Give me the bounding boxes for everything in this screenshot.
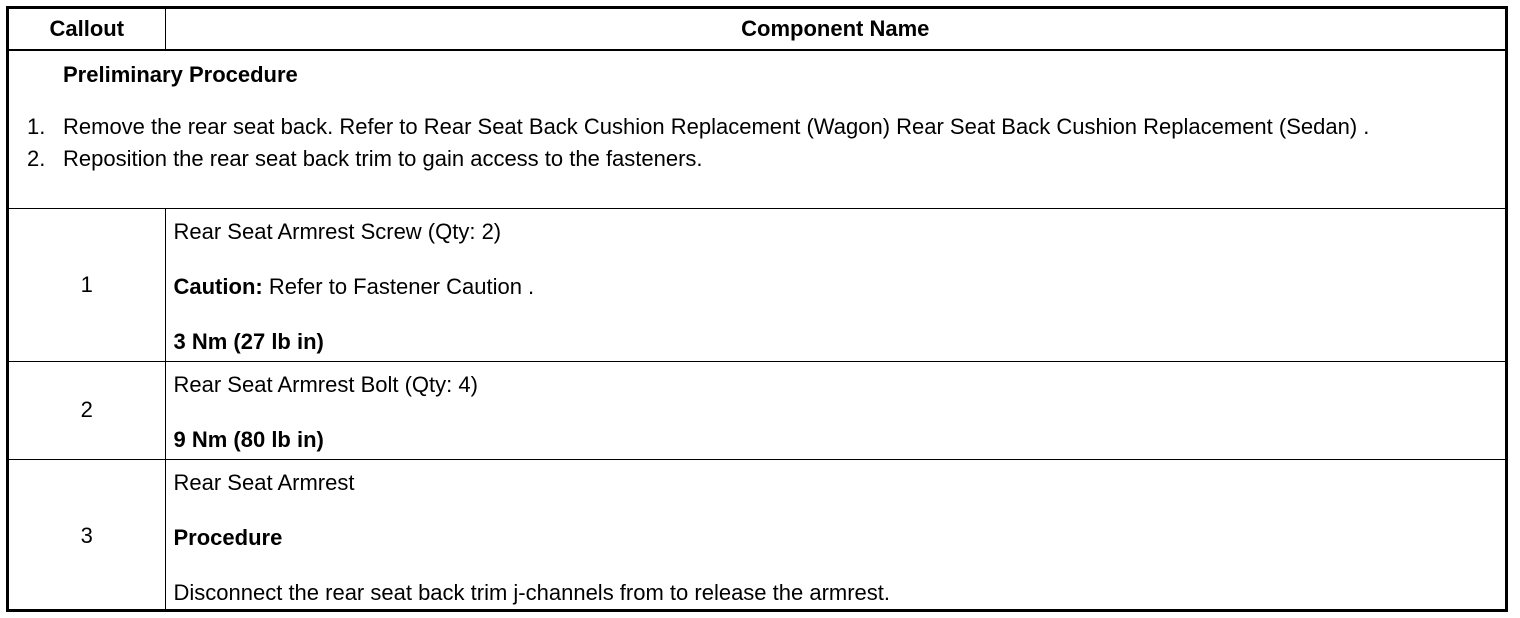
callout-number: 2: [9, 360, 166, 460]
preliminary-step: 1. Remove the rear seat back. Refer to R…: [23, 113, 1493, 141]
step-text: Remove the rear seat back. Refer to Rear…: [63, 114, 1370, 139]
component-name: Rear Seat Armrest Bolt (Qty: 4): [173, 371, 478, 397]
preliminary-procedure-cell: Preliminary Procedure 1. Remove the rear…: [9, 49, 1505, 209]
table-row: 1 Rear Seat Armrest Screw (Qty: 2) Cauti…: [9, 207, 1505, 362]
torque-spec: 3 Nm (27 lb in): [173, 328, 324, 354]
component-name: Rear Seat Armrest Screw (Qty: 2): [173, 218, 502, 244]
component-table-frame: Callout Component Name Preliminary Proce…: [6, 6, 1508, 612]
component-cell: Rear Seat Armrest Screw (Qty: 2) Caution…: [164, 207, 1505, 362]
table-row: 3 Rear Seat Armrest Procedure Disconnect…: [9, 458, 1505, 612]
torque-spec: 9 Nm (80 lb in): [173, 426, 324, 452]
step-text: Reposition the rear seat back trim to ga…: [63, 146, 703, 171]
component-cell: Rear Seat Armrest Procedure Disconnect t…: [164, 458, 1505, 612]
caution-note: Caution: Refer to Fastener Caution .: [174, 274, 1498, 300]
callout-number: 3: [9, 458, 166, 612]
callout-number: 1: [9, 207, 166, 362]
table-header-row: Callout Component Name: [9, 9, 1505, 51]
callout-column-header: Callout: [9, 9, 166, 51]
preliminary-procedure-title: Preliminary Procedure: [63, 62, 298, 87]
caution-text: Refer to Fastener Caution .: [262, 273, 535, 299]
procedure-text: Disconnect the rear seat back trim j-cha…: [173, 579, 891, 605]
preliminary-step: 2. Reposition the rear seat back trim to…: [23, 145, 1493, 173]
caution-label: Caution:: [173, 273, 263, 299]
component-table: Callout Component Name Preliminary Proce…: [9, 9, 1505, 612]
component-name: Rear Seat Armrest: [173, 469, 355, 495]
step-number: 1.: [27, 114, 46, 139]
preliminary-procedure-row: Preliminary Procedure 1. Remove the rear…: [9, 49, 1505, 209]
component-cell: Rear Seat Armrest Bolt (Qty: 4) 9 Nm (80…: [164, 360, 1505, 460]
table-row: 2 Rear Seat Armrest Bolt (Qty: 4) 9 Nm (…: [9, 360, 1505, 460]
step-number: 2.: [27, 146, 46, 171]
preliminary-steps-list: 1. Remove the rear seat back. Refer to R…: [23, 113, 1493, 173]
component-name-column-header: Component Name: [164, 9, 1505, 51]
procedure-label: Procedure: [173, 524, 283, 550]
